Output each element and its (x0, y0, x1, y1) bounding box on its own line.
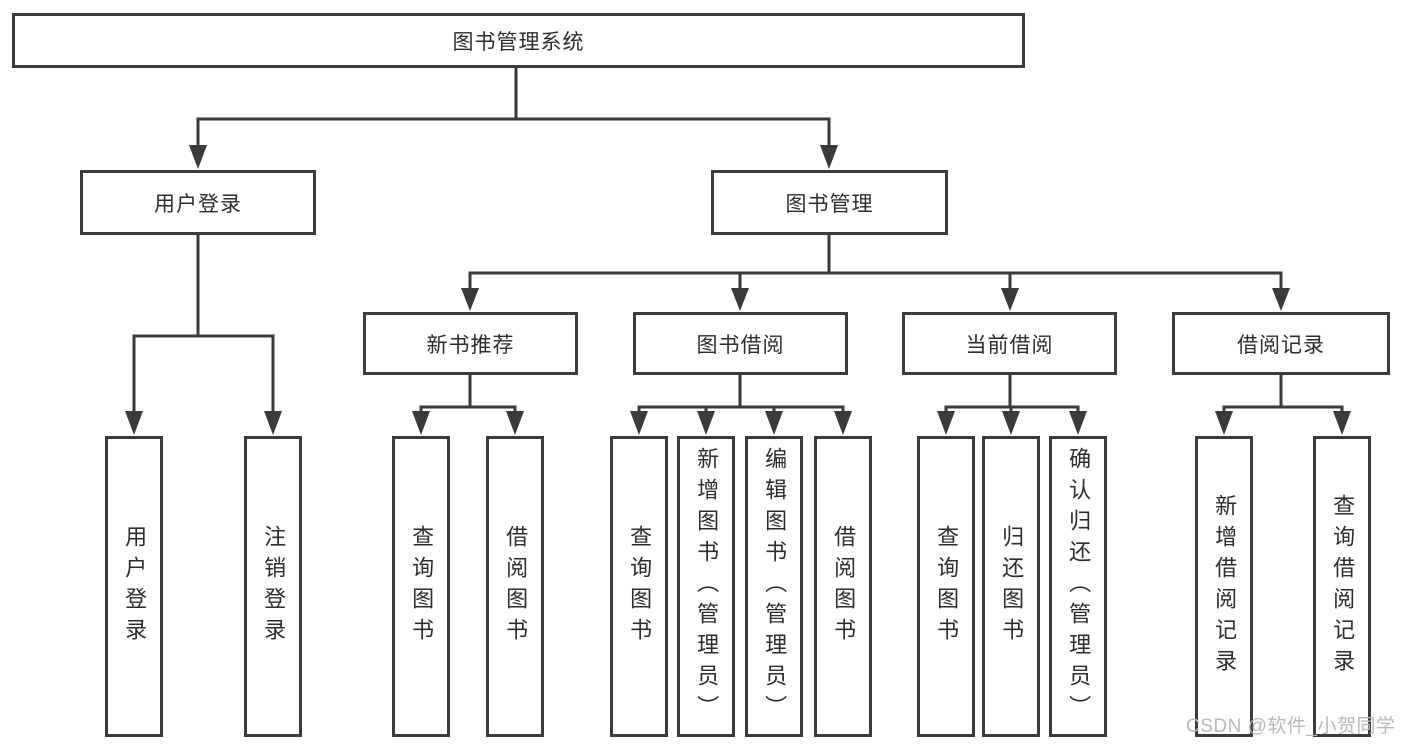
node-new-book-recommend: 新书推荐 (363, 312, 578, 375)
node-user-login: 用户登录 (80, 170, 316, 235)
leaf-user-login: 用户登录 (105, 436, 163, 737)
connector-book-mgmt-to-level2 (461, 233, 1290, 311)
leaf-add-borrow-record: 新增借阅记录 (1195, 436, 1253, 737)
csdn-watermark: CSDN @软件_小贺同学 (1186, 716, 1396, 737)
user-login-label: 用户登录 (154, 192, 242, 216)
leaf-borrow-books: 借阅图书 (814, 436, 872, 737)
leaf-borrow-query-books: 查询图书 (610, 436, 668, 737)
book-mgmt-label: 图书管理 (785, 192, 874, 216)
leaf-confirm-return-admin: 确认归还（管理员） (1049, 436, 1107, 737)
leaf-logout: 注销登录 (244, 436, 302, 737)
connector-book-borrow-subtree (630, 373, 852, 435)
connector-current-borrow-subtree (937, 373, 1087, 435)
leaf-query-borrow-record: 查询借阅记录 (1313, 436, 1371, 737)
borrow-records-label: 借阅记录 (1237, 333, 1325, 357)
node-borrow-records: 借阅记录 (1172, 312, 1390, 375)
root-label: 图书管理系统 (452, 30, 585, 54)
connector-user-login-subtree (125, 233, 282, 435)
leaf-return-book: 归还图书 (982, 436, 1040, 737)
node-current-borrow: 当前借阅 (902, 312, 1117, 375)
new-book-recommend-label: 新书推荐 (426, 333, 515, 357)
connector-new-book-recommend-subtree (412, 373, 524, 435)
leaf-current-query-books: 查询图书 (917, 436, 975, 737)
node-book-mgmt: 图书管理 (711, 170, 948, 235)
connector-borrow-records-subtree (1215, 373, 1351, 435)
leaf-recommend-borrow-books: 借阅图书 (486, 436, 544, 737)
book-borrow-label: 图书借阅 (696, 333, 785, 357)
node-book-borrow: 图书借阅 (633, 312, 848, 375)
current-borrow-label: 当前借阅 (965, 333, 1054, 357)
leaf-add-book-admin: 新增图书（管理员） (677, 436, 735, 737)
node-root: 图书管理系统 (12, 13, 1025, 68)
leaf-recommend-query-books: 查询图书 (392, 436, 450, 737)
leaf-edit-book-admin: 编辑图书（管理员） (745, 436, 803, 737)
connector-root-to-level1 (189, 66, 838, 169)
